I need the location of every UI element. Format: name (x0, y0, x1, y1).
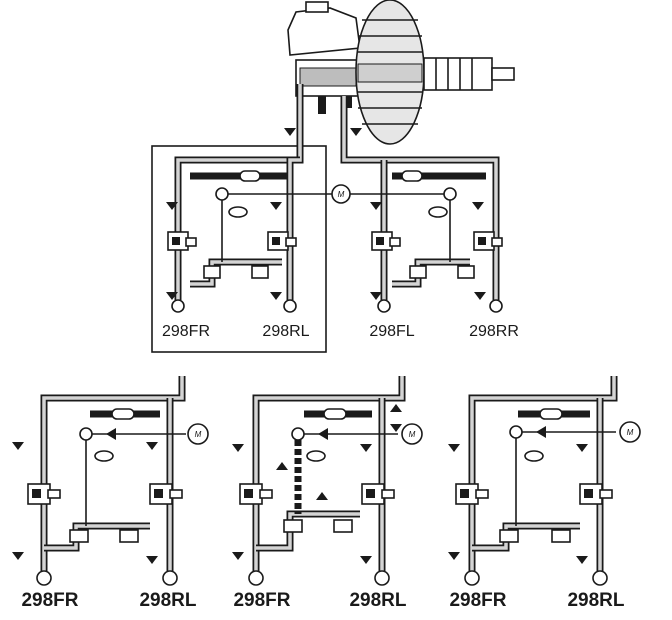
svg-text:M: M (627, 428, 634, 437)
highlight-frame (151, 145, 327, 353)
svg-text:M: M (338, 190, 345, 199)
bottom-panel-2: M 298FR 298RL (232, 376, 423, 611)
bottom-panel-1: M 298FR 298RL (12, 376, 209, 611)
label-298rl: 298RL (567, 590, 624, 611)
label-298fr: 298FR (162, 323, 210, 340)
label-298rl: 298RL (262, 323, 309, 340)
motor-1: M (187, 423, 209, 445)
top-motor: M (331, 184, 351, 204)
label-298fr: 298FR (21, 590, 78, 611)
label-298fr: 298FR (449, 590, 506, 611)
svg-text:M: M (195, 430, 202, 439)
motor-2: M (401, 423, 423, 445)
label-298fr: 298FR (233, 590, 290, 611)
label-298rl: 298RL (349, 590, 406, 611)
svg-text:M: M (409, 430, 416, 439)
top-panel-labels: 298FR 298RL 298FL 298RR (162, 323, 519, 340)
label-298rl: 298RL (139, 590, 196, 611)
master-cylinder-booster (287, 0, 515, 145)
label-298fl: 298FL (369, 323, 414, 340)
label-298rr: 298RR (469, 323, 519, 340)
motor-3: M (619, 421, 641, 443)
top-panel-components: M (166, 128, 503, 313)
top-panel-pipes (174, 84, 500, 300)
bottom-panel-3: M 298FR 298RL (448, 376, 641, 611)
